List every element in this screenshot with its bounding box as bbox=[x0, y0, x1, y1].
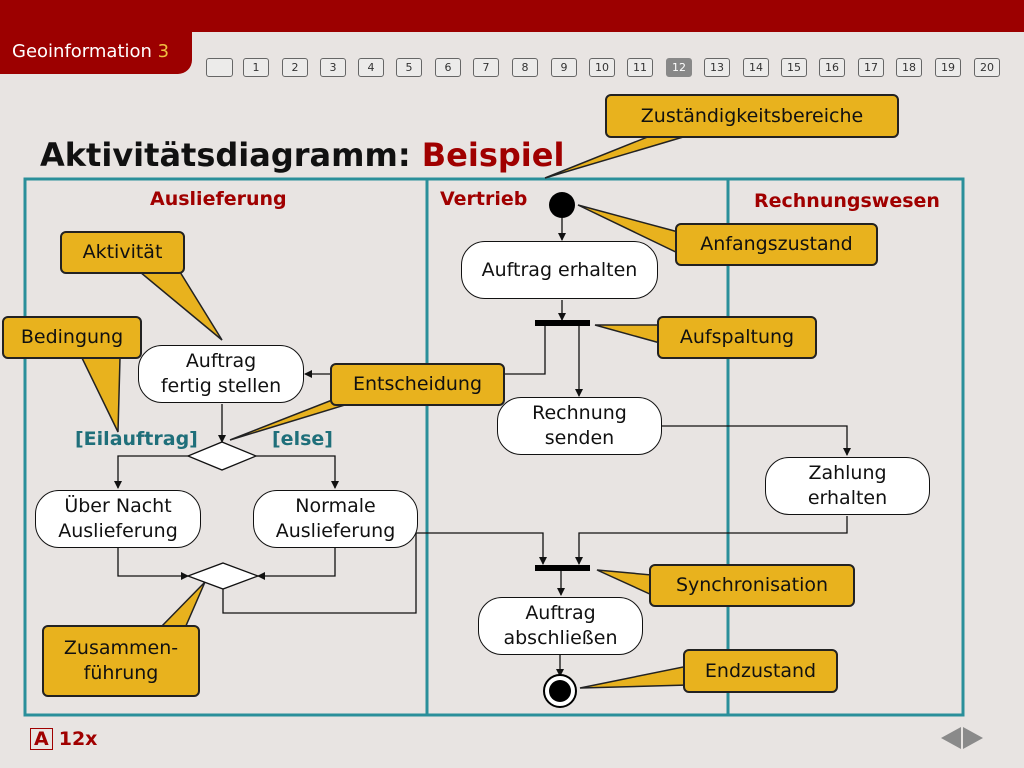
page-nav-13[interactable]: 13 bbox=[704, 58, 730, 77]
slide-title: Aktivitätsdiagramm: Beispiel bbox=[40, 136, 565, 174]
callout-zustaendigkeitsbereiche: Zuständigkeitsbereiche bbox=[605, 94, 899, 138]
page-nav-5[interactable]: 5 bbox=[396, 58, 422, 77]
page-nav-3[interactable]: 3 bbox=[320, 58, 346, 77]
activity-auftrag-erhalten: Auftrag erhalten bbox=[461, 241, 658, 299]
swimlane-frame bbox=[23, 177, 965, 717]
final-node-core bbox=[549, 680, 571, 702]
guard-else: [else] bbox=[272, 428, 333, 450]
decision-node bbox=[186, 441, 258, 471]
page-nav-7[interactable]: 7 bbox=[473, 58, 499, 77]
pointer-synchronisation bbox=[596, 569, 653, 597]
page-nav-9[interactable]: 9 bbox=[551, 58, 577, 77]
pointer-zusammenfuehrung bbox=[158, 581, 206, 629]
page-nav-8[interactable]: 8 bbox=[512, 58, 538, 77]
brand-tab bbox=[0, 32, 192, 74]
callout-endzustand: Endzustand bbox=[683, 649, 838, 693]
pointer-aktivitaet bbox=[137, 271, 223, 341]
page-nav-19[interactable]: 19 bbox=[935, 58, 961, 77]
page-nav-6[interactable]: 6 bbox=[435, 58, 461, 77]
join-bar bbox=[535, 565, 590, 571]
callout-entscheidung: Entscheidung bbox=[330, 363, 505, 406]
activity-ueber-nacht-auslieferung: Über Nacht Auslieferung bbox=[35, 490, 201, 548]
activity-normale-auslieferung: Normale Auslieferung bbox=[253, 490, 418, 548]
activity-rechnung-senden: Rechnung senden bbox=[497, 397, 662, 455]
page-nav-10[interactable]: 10 bbox=[589, 58, 615, 77]
page-nav-4[interactable]: 4 bbox=[358, 58, 384, 77]
fork-bar bbox=[535, 320, 590, 326]
top-banner bbox=[0, 0, 1024, 32]
page-nav-11[interactable]: 11 bbox=[627, 58, 653, 77]
control-flow bbox=[114, 218, 851, 677]
callout-anfangszustand: Anfangszustand bbox=[675, 223, 878, 266]
pointer-bedingung bbox=[80, 357, 121, 433]
page-nav-20[interactable]: 20 bbox=[974, 58, 1000, 77]
page-nav-home[interactable] bbox=[206, 58, 233, 77]
callout-aufspaltung: Aufspaltung bbox=[657, 316, 817, 359]
pointer-endzustand bbox=[579, 665, 689, 689]
callout-aktivitaet: Aktivität bbox=[60, 231, 185, 274]
brand-title: Geoinformation 3 bbox=[12, 41, 170, 62]
page-nav-16[interactable]: 16 bbox=[819, 58, 845, 77]
lane-title-rechnungswesen: Rechnungswesen bbox=[754, 190, 940, 212]
lane-title-auslieferung: Auslieferung bbox=[150, 188, 287, 210]
initial-node bbox=[549, 192, 575, 218]
page-nav-12[interactable]: 12 bbox=[666, 58, 692, 77]
page-nav-17[interactable]: 17 bbox=[858, 58, 884, 77]
page-nav-14[interactable]: 14 bbox=[743, 58, 769, 77]
pointer-aufspaltung bbox=[594, 324, 661, 344]
page-nav-15[interactable]: 15 bbox=[781, 58, 807, 77]
activity-zahlung-erhalten: Zahlung erhalten bbox=[765, 457, 930, 515]
page-nav-18[interactable]: 18 bbox=[896, 58, 922, 77]
lane-title-vertrieb: Vertrieb bbox=[440, 188, 528, 210]
callout-pointers bbox=[80, 131, 701, 689]
activity-auftrag-fertig-stellen: Auftrag fertig stellen bbox=[138, 345, 304, 403]
callout-bedingung: Bedingung bbox=[2, 316, 142, 359]
merge-node bbox=[186, 562, 260, 590]
callout-zusammenfuehrung: Zusammen- führung bbox=[42, 625, 200, 697]
guard-eilauftrag: [Eilauftrag] bbox=[75, 428, 198, 450]
pointer-zustaendigkeit bbox=[544, 131, 701, 179]
page-nav-2[interactable]: 2 bbox=[282, 58, 308, 77]
page-nav-1[interactable]: 1 bbox=[243, 58, 269, 77]
activity-auftrag-abschliessen: Auftrag abschließen bbox=[478, 597, 643, 655]
callout-synchronisation: Synchronisation bbox=[649, 564, 855, 607]
